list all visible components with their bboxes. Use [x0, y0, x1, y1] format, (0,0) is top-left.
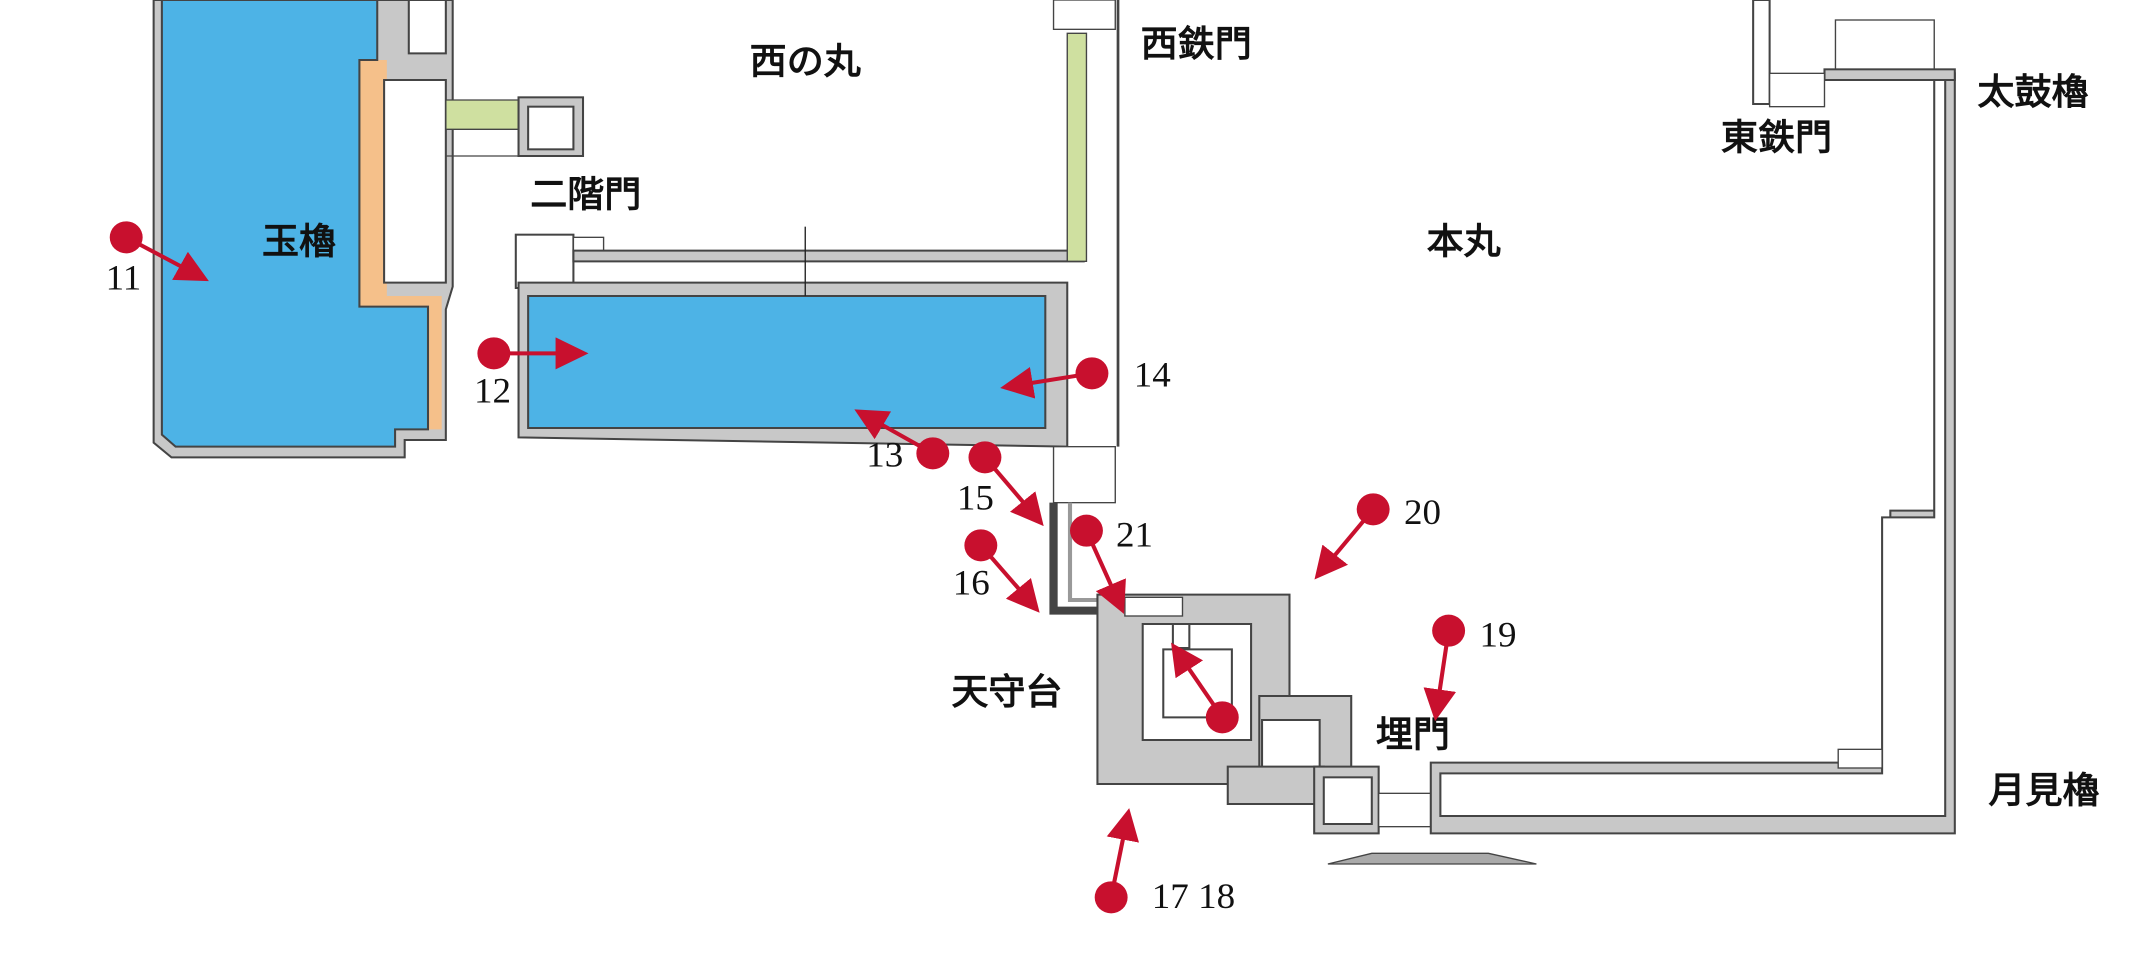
marker-dot[interactable]	[968, 441, 1002, 474]
marker-label: 12	[474, 370, 511, 410]
label-tama-turret: 玉櫓	[262, 220, 337, 262]
label-uzumi-gate: 埋門	[1376, 713, 1450, 755]
label-tenshudai: 天守台	[951, 670, 1062, 712]
west-moat	[152, 0, 454, 459]
honmaru-walls	[1327, 0, 1956, 865]
marker-label: 11	[106, 257, 142, 297]
marker-label: 13	[866, 434, 903, 474]
label-nishinomaru: 西の丸	[750, 40, 862, 82]
marker-label: 16	[953, 562, 990, 602]
label-honmaru: 本丸	[1427, 220, 1502, 262]
marker-label: 19	[1479, 614, 1516, 654]
marker-dot[interactable]	[916, 437, 950, 470]
marker-dot[interactable]	[1075, 357, 1109, 390]
marker-label: 17 18	[1152, 875, 1235, 915]
label-nikai-gate: 二階門	[530, 173, 641, 215]
viewpoint-marker[interactable]: 14	[1000, 354, 1171, 399]
viewpoint-marker[interactable]	[1171, 642, 1239, 734]
label-taiko-turret: 太鼓櫓	[1977, 70, 2089, 112]
stairs-mid	[1052, 445, 1116, 504]
viewpoint-marker[interactable]: 11	[106, 221, 209, 297]
marker-dot[interactable]	[477, 337, 511, 370]
viewpoint-marker[interactable]: 21	[1070, 514, 1153, 614]
marker-dot[interactable]	[1094, 881, 1128, 914]
viewpoint-marker[interactable]: 13	[854, 409, 950, 475]
inner-moat	[514, 32, 1088, 448]
label-nishi-kurogane-gate: 西鉄門	[1141, 22, 1252, 64]
viewpoint-marker[interactable]: 12	[474, 337, 589, 411]
marker-dot[interactable]	[1356, 493, 1390, 526]
marker-dot[interactable]	[1205, 701, 1239, 734]
viewpoint-marker[interactable]: 15	[957, 441, 1044, 527]
marker-label: 15	[957, 477, 994, 517]
path-strip	[445, 99, 520, 130]
marker-label: 21	[1116, 514, 1153, 554]
marker-dot[interactable]	[109, 221, 143, 254]
label-higashi-kurogane-gate: 東鉄門	[1721, 116, 1832, 158]
viewpoint-marker[interactable]: 16	[953, 529, 1040, 613]
label-tsukimi-turret: 月見櫓	[1988, 769, 2100, 811]
marker-label: 14	[1134, 354, 1171, 394]
viewpoint-marker[interactable]: 20	[1314, 491, 1441, 580]
marker-dot[interactable]	[964, 529, 998, 562]
viewpoint-marker[interactable]: 17 18	[1094, 808, 1235, 916]
marker-label: 20	[1404, 491, 1441, 531]
viewpoint-marker[interactable]: 19	[1423, 614, 1517, 722]
marker-dot[interactable]	[1070, 514, 1103, 547]
viewpoint-markers: 11 12 13 14 15 16 21 20 19 17 18	[106, 221, 1517, 916]
stairs-west-gate	[1052, 0, 1116, 30]
marker-dot[interactable]	[1432, 614, 1466, 647]
